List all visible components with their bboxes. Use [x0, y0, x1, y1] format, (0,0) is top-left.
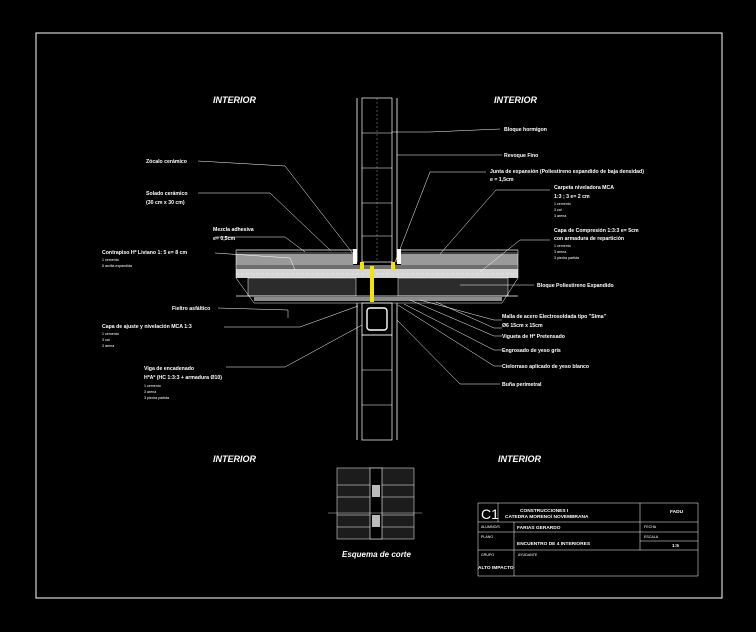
- label-carpeta-2: 1:3 ; 3 e= 2 cm: [554, 194, 590, 200]
- label-carpeta-sub-3: 3 arena: [554, 214, 566, 218]
- label-vigueta: Vigueta de Hº Pretensado: [502, 334, 565, 340]
- annotations-left: Zócalo cerámico Solado cerámico (30 cm x…: [102, 159, 254, 400]
- label-capa-1: Capa de Compresión 1:3:3 e= 5cm: [554, 228, 639, 234]
- ayudante-label: AYUDANTE: [518, 553, 538, 557]
- label-viga-1: Viga de encadenado: [144, 366, 194, 372]
- label-malla-1: Malla de acero Electrosoldada tipo "Sima…: [502, 314, 607, 320]
- eps-block-right: [397, 277, 509, 297]
- bond-beam-core: [366, 307, 388, 331]
- lower-wall: [356, 302, 398, 441]
- section-caption: Esquema de corte: [342, 550, 411, 559]
- label-eps: Bloque Poliestireno Expandido: [537, 283, 614, 289]
- label-capa-ajuste-sub-1: 1 cemento: [102, 332, 119, 336]
- eps-block-left: [247, 277, 357, 297]
- leader-lines: [197, 128, 550, 385]
- annotations-right: Bloque hormigon Revoque Fino Junta de ex…: [490, 127, 644, 388]
- label-bloque: Bloque hormigon: [504, 127, 547, 133]
- label-malla-2: Ø6 15cm x 15cm: [502, 323, 543, 329]
- label-mezcla-2: e= 0,5cm: [213, 236, 235, 242]
- label-carpeta-sub-2: 3 cal: [554, 208, 562, 212]
- date-label: FECHA: [644, 525, 657, 529]
- group-label: GRUPO: [481, 553, 494, 557]
- scale-label: ESCALA: [644, 535, 659, 539]
- label-capa-sub-3: 3 piedra partida: [554, 256, 579, 260]
- label-capa-sub-1: 1 cemento: [554, 244, 571, 248]
- expansion-joint-left: [360, 262, 364, 270]
- compression-layer: [236, 269, 518, 278]
- student-label: ALUMNO/S: [481, 525, 500, 529]
- label-solado-1: Solado cerámico: [146, 191, 188, 197]
- label-revoque: Revoque Fino: [504, 153, 538, 159]
- plan-title: ENCUENTRO DE 4 INTERIORES: [517, 541, 591, 547]
- label-capa-ajuste: Capa de ajuste y nivelación MCA 1:3: [102, 324, 192, 330]
- faculty-name: FADU: [670, 509, 684, 515]
- scale-value: 1:5: [672, 543, 679, 549]
- label-mezcla-1: Mezcla adhesiva: [213, 227, 254, 233]
- room-label-top-left: INTERIOR: [213, 95, 257, 105]
- label-capa-2: con armadura de repartición: [554, 236, 624, 242]
- upper-wall: [353, 97, 401, 264]
- label-capa-sub-2: 3 arena: [554, 250, 566, 254]
- room-label-top-right: INTERIOR: [494, 95, 538, 105]
- label-zocalo: Zócalo cerámico: [146, 159, 187, 165]
- chair-name: CATEDRA MORENO/ NOVEMBRANA: [505, 514, 589, 520]
- label-contrapiso-sub-2: 5 arcilla expandida: [102, 264, 132, 268]
- sheet-code: C1: [481, 506, 499, 522]
- title-block: [477, 502, 699, 577]
- ceiling-plaster: [254, 297, 502, 301]
- label-capa-ajuste-sub-2: 3 cal: [102, 338, 110, 342]
- expansion-joint-vertical: [370, 266, 374, 302]
- room-label-bottom-right: INTERIOR: [498, 454, 542, 464]
- label-junta-2: e = 1,5cm: [490, 177, 514, 183]
- label-viga-sub-3: 3 piedra partida: [144, 396, 169, 400]
- group-value: ALTO IMPACTO: [478, 565, 514, 571]
- title-block-text: C1 CONSTRUCCIONES I CATEDRA MORENO/ NOVE…: [478, 506, 684, 571]
- section-key: Esquema de corte: [328, 467, 422, 559]
- label-contrapiso: Contrapiso Hº Liviano 1: 5 e= 8 cm: [102, 250, 187, 256]
- label-junta-1: Junta de expansión (Poliestireno expandi…: [490, 169, 644, 175]
- levelling-band: [236, 265, 518, 269]
- lower-block-column: [361, 334, 393, 441]
- label-carpeta-1: Carpeta niveladora MCA: [554, 185, 614, 191]
- floor-slab: [235, 249, 519, 304]
- label-enguarde: Engrosado de yeso gris: [502, 348, 561, 354]
- skirting-right: [397, 249, 401, 264]
- label-viga-2: HºAº (HC 1:3:3 + armadura Ø10): [144, 375, 222, 381]
- student-name: FARIAS GERARDO: [517, 525, 561, 531]
- label-viga-sub-1: 1 cemento: [144, 384, 161, 388]
- label-cielorraso: Cielorraso aplicado de yeso blanco: [502, 364, 589, 370]
- label-viga-sub-2: 3 arena: [144, 390, 156, 394]
- label-buna: Buña perimetral: [502, 382, 542, 388]
- sheet-border: [35, 32, 723, 599]
- screed-left: [236, 254, 353, 265]
- label-contrapiso-sub-1: 1 cemento: [102, 258, 119, 262]
- expansion-joint-right: [391, 262, 395, 270]
- skirting-left: [353, 249, 357, 264]
- course-name: CONSTRUCCIONES I: [520, 508, 569, 514]
- room-label-bottom-left: INTERIOR: [213, 454, 257, 464]
- label-solado-2: (30 cm x 30 cm): [146, 200, 185, 206]
- label-carpeta-sub-1: 1 cemento: [554, 202, 571, 206]
- label-fieltro: Fieltro asfáltico: [172, 306, 210, 312]
- screed-right: [401, 254, 518, 265]
- plan-label: PLANO: [481, 535, 493, 539]
- label-capa-ajuste-sub-3: 3 arena: [102, 344, 114, 348]
